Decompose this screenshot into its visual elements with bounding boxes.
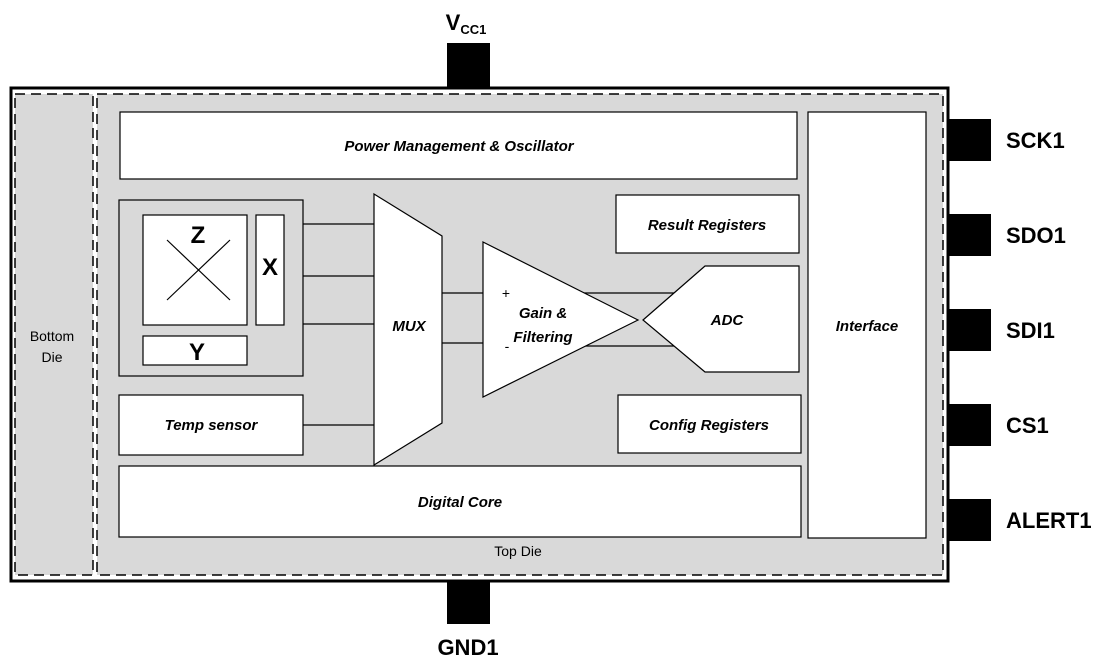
bottom-die-label-line1: Bottom — [30, 328, 74, 344]
gain-minus-label: - — [505, 338, 510, 354]
gain-filtering-block — [482, 241, 640, 398]
sck-label: SCK1 — [1006, 128, 1065, 153]
power-management-label: Power Management & Oscillator — [344, 138, 574, 155]
gain-label-line1: Gain & — [519, 305, 567, 322]
bottom-die-label-line2: Die — [41, 349, 62, 365]
adc-block — [642, 265, 800, 373]
y-axis-label: Y — [189, 339, 205, 366]
temp-sensor-label: Temp sensor — [165, 417, 259, 434]
config-registers-label: Config Registers — [649, 417, 769, 434]
mux-label: MUX — [392, 318, 426, 335]
cs-label: CS1 — [1006, 413, 1049, 438]
interface-block — [807, 111, 927, 539]
z-axis-label: Z — [191, 222, 206, 249]
gain-label-line2: Filtering — [513, 329, 572, 346]
sdo-label: SDO1 — [1006, 223, 1066, 248]
digital-core-block — [118, 465, 802, 538]
z-cross-line-2 — [166, 239, 231, 301]
alert-pin — [946, 499, 991, 541]
gain-plus-label: + — [502, 285, 510, 301]
y-axis-sensor — [142, 335, 248, 366]
interface-label: Interface — [836, 318, 899, 335]
top-die-label: Top Die — [494, 543, 542, 559]
result-registers-block — [615, 194, 800, 254]
gnd-pin — [447, 582, 490, 624]
x-axis-label: X — [262, 254, 278, 281]
power-management-block — [119, 111, 798, 180]
alert-label: ALERT1 — [1006, 508, 1092, 533]
cs-pin — [946, 404, 991, 446]
x-axis-sensor — [255, 214, 285, 326]
vcc-pin — [447, 43, 490, 87]
bottom-die — [14, 93, 94, 576]
digital-core-label: Digital Core — [418, 494, 502, 511]
adc-label: ADC — [710, 312, 745, 329]
z-axis-sensor — [142, 214, 248, 326]
mux-block — [373, 192, 443, 467]
sdi-label: SDI1 — [1006, 318, 1055, 343]
sck-pin — [946, 119, 991, 161]
config-registers-block — [617, 394, 802, 454]
gnd-label: GND1 — [437, 635, 498, 660]
temp-sensor-block — [118, 394, 304, 456]
sdi-pin — [946, 309, 991, 351]
vcc-label: VCC1 — [446, 10, 487, 37]
sdo-pin — [946, 214, 991, 256]
result-registers-label: Result Registers — [648, 217, 766, 234]
